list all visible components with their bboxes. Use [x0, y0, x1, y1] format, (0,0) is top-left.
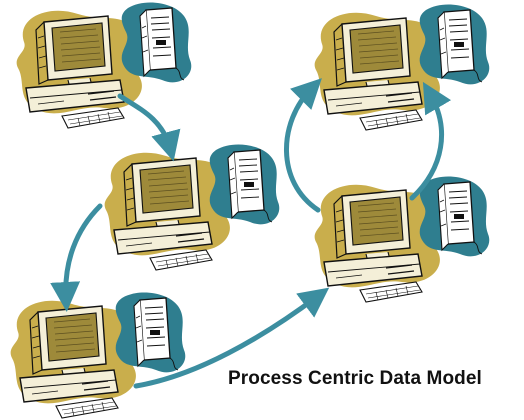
arrow-middle-to-bottom-left	[50, 203, 103, 312]
desktop-computer-icon	[9, 291, 186, 419]
desktop-computer-icon	[15, 1, 192, 129]
arrow-bottom-right-to-top-right-left	[284, 78, 322, 213]
desktop-computer-icon	[313, 175, 490, 303]
workstation-bottom-right	[313, 175, 490, 303]
workstation-middle	[103, 143, 280, 271]
arrow-top-left-to-middle	[117, 93, 181, 162]
desktop-computer-icon	[103, 143, 280, 271]
arrow-bottom-right-to-top-right-right	[409, 81, 452, 201]
workstation-top-left	[15, 1, 192, 129]
workstation-bottom-left	[9, 291, 186, 419]
workstation-top-right	[313, 3, 490, 131]
desktop-computer-icon	[313, 3, 490, 131]
diagram-caption: Process Centric Data Model	[228, 368, 482, 389]
arrow-bottom-left-to-bottom-right	[133, 287, 330, 389]
